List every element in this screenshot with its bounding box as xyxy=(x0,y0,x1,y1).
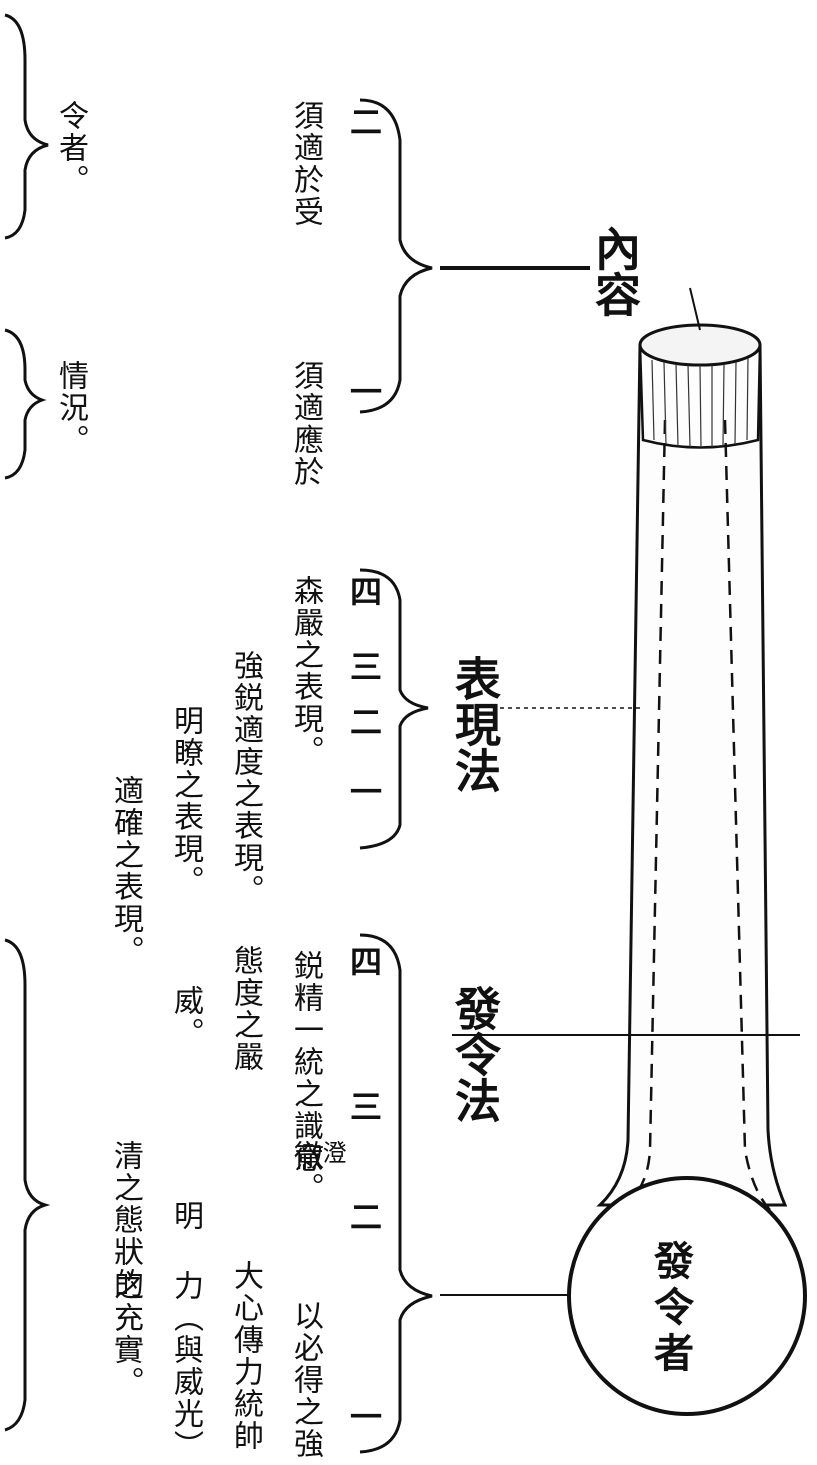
connector-content-stub xyxy=(689,287,701,331)
issuer-item-2-note: 澄 xyxy=(318,1140,346,1166)
expression-num-2: 二 xyxy=(345,705,383,739)
issuer-num-3: 三 xyxy=(345,1090,383,1124)
bracket-left-top xyxy=(4,13,49,240)
expression-item-2: 明瞭之表現。 xyxy=(168,705,203,897)
expression-num-1: 一 xyxy=(345,775,383,809)
issuer-item-1-line-2: 大心傳力統帥 xyxy=(228,1260,263,1452)
expression-item-3: 強鋭適度之表現。 xyxy=(228,650,263,906)
issuer-item-3: 鋭精一統之識意 xyxy=(288,950,323,1174)
pipe-rim-hatching xyxy=(651,357,749,448)
issuer-item-4-line-1: 態度之嚴 xyxy=(228,945,263,1073)
bracket-content xyxy=(359,98,433,414)
method-b-label: 表現法 xyxy=(448,655,502,793)
pipe-rim xyxy=(638,344,762,449)
pipe-body xyxy=(596,343,788,1207)
issuer-num-2: 二 xyxy=(345,1200,383,1234)
content-num-1: 一 xyxy=(345,375,383,409)
issuer-item-1-line-4: 之充實。 xyxy=(108,1270,143,1398)
issuer-num-4: 四 xyxy=(345,945,383,979)
expression-item-4: 森嚴之表現。 xyxy=(288,575,323,767)
issuer-item-2-line-2: 清之態狀的 xyxy=(108,1140,143,1300)
content-item-2-line-2: 令者。 xyxy=(53,100,88,196)
issuer-num-1: 一 xyxy=(345,1400,383,1434)
bracket-issuer xyxy=(359,933,433,1454)
issuer-item-4-line-2: 威。 xyxy=(168,985,203,1049)
brackets xyxy=(4,13,433,1454)
issuer-item-2-line-1: 明 xyxy=(168,1200,203,1232)
content-item-1-line-2: 情況。 xyxy=(53,360,88,456)
method-a-label: 發令法 xyxy=(448,985,502,1123)
content-item-2-line-1: 須適於受 xyxy=(288,100,323,228)
issuer-item-2-line-3: 徹。 xyxy=(288,1140,323,1204)
pipe-dash-right xyxy=(723,419,771,1211)
content-num-2: 二 xyxy=(345,105,383,139)
pipe-end xyxy=(638,323,762,367)
expression-item-1: 適確之表現。 xyxy=(108,775,143,967)
issuer-item-1-line-3: 力（與威光） xyxy=(168,1270,203,1462)
content-label: 內容 xyxy=(588,225,642,317)
content-item-1-line-1: 須適應於 xyxy=(288,360,323,488)
bracket-left-mid xyxy=(4,328,47,480)
issuer-label: 發令者 xyxy=(647,1240,694,1378)
bracket-expression xyxy=(359,568,429,850)
bracket-left-bottom xyxy=(4,938,51,1432)
issuer-item-1-line-1: 以必得之強 xyxy=(288,1300,323,1460)
expression-num-3: 三 xyxy=(345,650,383,684)
expression-num-4: 四 xyxy=(345,575,383,609)
